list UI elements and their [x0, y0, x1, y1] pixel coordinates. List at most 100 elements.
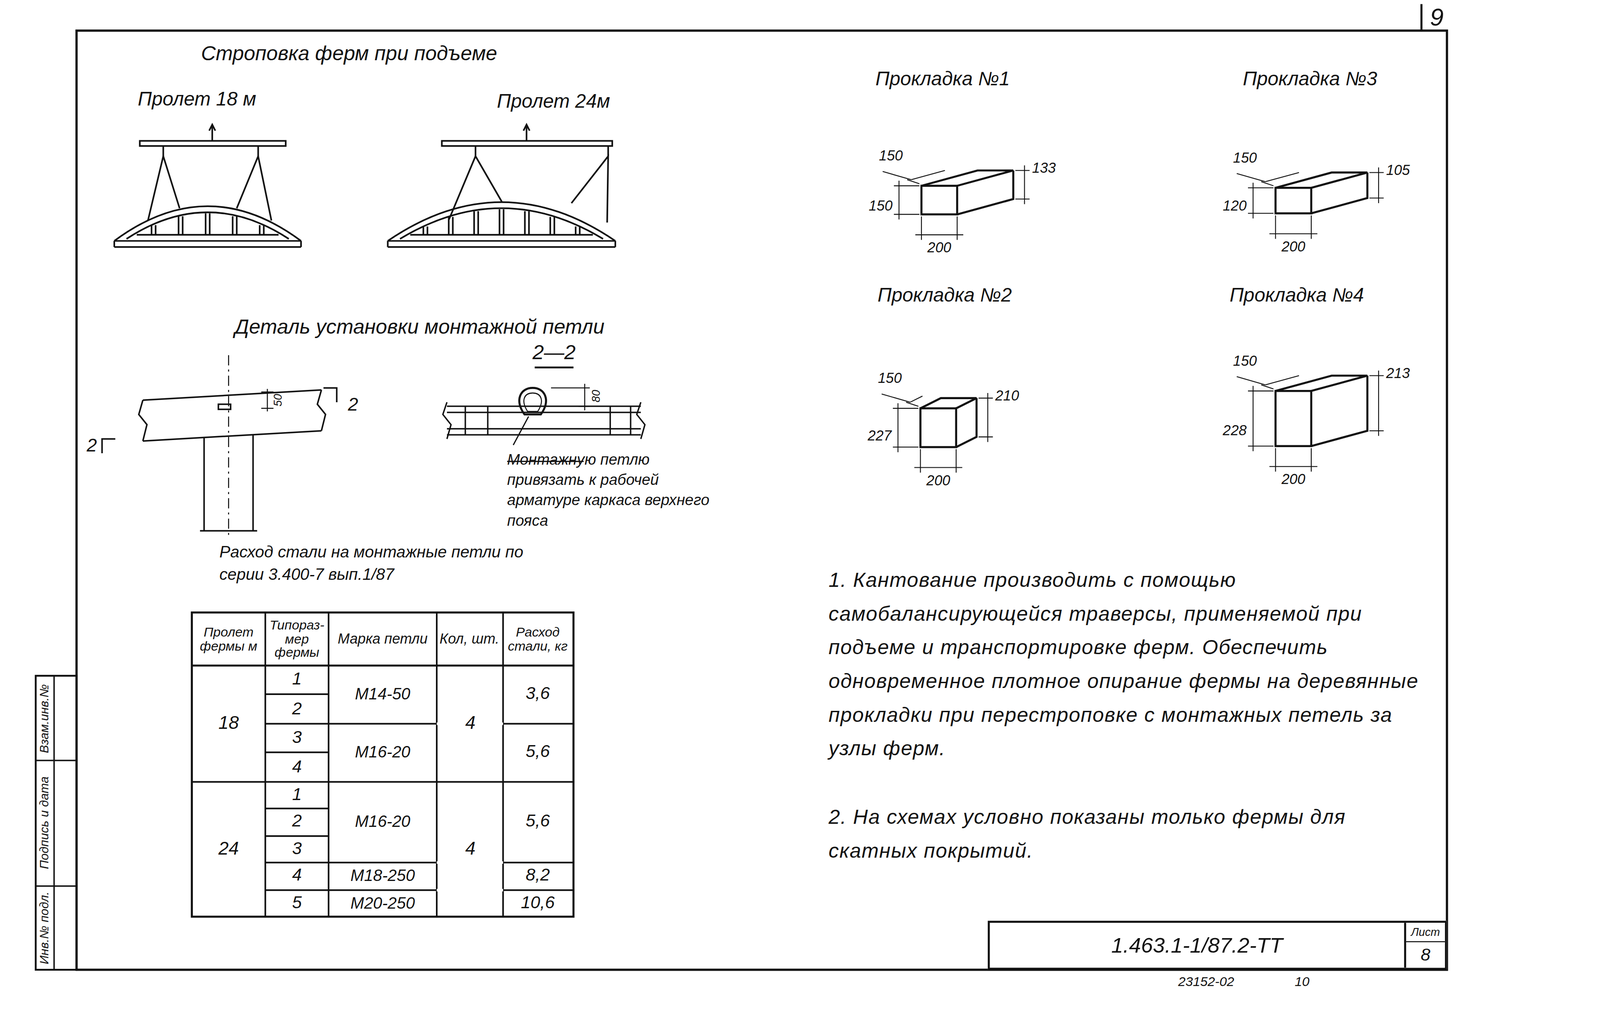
label-text: 150 — [878, 148, 903, 164]
truss-post — [150, 224, 153, 235]
label-text: 23152-02 — [1178, 974, 1235, 989]
truss-post — [578, 226, 581, 235]
truss-post — [498, 209, 501, 235]
sheet-number: 8 — [1406, 941, 1445, 968]
dimension-line — [1269, 233, 1318, 235]
dimension-line — [910, 395, 923, 403]
sheet-frame — [35, 885, 77, 887]
truss-bottom-chord — [114, 239, 302, 242]
stamp-text: Взам.инв.№ — [38, 683, 52, 753]
loop-detail — [261, 407, 274, 409]
truss-post — [426, 226, 429, 235]
label-text: 2 — [292, 699, 302, 719]
steel-table-grid — [265, 751, 329, 754]
dimension-line — [919, 449, 921, 473]
label-text: 227 — [867, 428, 892, 445]
dimension-line — [893, 185, 920, 187]
table-header: Пролет фермы м — [193, 624, 264, 653]
section-2-2 — [513, 416, 529, 445]
section-2-2 — [629, 406, 632, 435]
truss-post — [452, 216, 454, 235]
dimension-line — [1261, 181, 1274, 186]
dimension-line — [1369, 197, 1384, 199]
dimension-line — [1369, 374, 1384, 376]
dimension-line — [987, 392, 989, 442]
steel-table-grid — [265, 834, 329, 837]
steel-table-grid — [502, 612, 505, 917]
dimension-line — [955, 449, 957, 473]
section-2-2 — [534, 366, 574, 369]
note-text: Расход стали на монтажные петли по серии… — [219, 540, 526, 586]
label-text: Прокладка №2 — [877, 285, 1013, 307]
truss-post — [473, 210, 476, 235]
truss-post — [528, 210, 530, 235]
dimension-line — [1248, 445, 1274, 447]
label-text: 4 — [465, 838, 476, 860]
section-2-2 — [578, 405, 591, 407]
truss-post — [208, 213, 211, 235]
dimension-line — [1248, 390, 1274, 392]
dimension-line — [892, 446, 919, 448]
pad-face — [1275, 187, 1312, 214]
dimension-line — [1015, 170, 1030, 171]
label-text: М18-250 — [350, 866, 415, 885]
sheet-frame — [76, 30, 1448, 970]
label-text: 3,6 — [525, 684, 550, 704]
truss-post — [258, 224, 261, 235]
pad-face — [920, 408, 957, 447]
truss-post — [549, 216, 552, 235]
note-text: 2. На схемах условно показаны только фер… — [828, 800, 1401, 868]
section-2-2 — [636, 402, 646, 440]
loop-detail — [323, 387, 337, 403]
dimension-line — [1265, 375, 1299, 385]
table-header: Кол, шт. — [439, 631, 501, 647]
label-text: М14-50 — [355, 685, 411, 704]
label-text: 150 — [878, 370, 902, 387]
truss-post — [574, 226, 577, 235]
truss-24m-sling — [441, 124, 613, 223]
dimension-line — [882, 171, 912, 180]
steel-table-grid — [265, 807, 329, 810]
dimension-line — [978, 397, 994, 399]
truss-post — [447, 216, 450, 235]
label-text: 200 — [1281, 239, 1306, 255]
label-text: 4 — [292, 866, 302, 886]
section-2-2 — [519, 387, 547, 414]
label-text: Прокладка №4 — [1229, 285, 1365, 307]
label-text: Прокладка №3 — [1242, 68, 1378, 91]
dimension-line — [897, 402, 899, 452]
loop-detail — [261, 391, 274, 393]
sheet-frame — [35, 759, 77, 761]
dimension-line — [1275, 215, 1277, 239]
label-text: 1 — [292, 785, 302, 805]
drawing-code: 1.463.1-1/87.2-ТТ — [989, 922, 1405, 968]
label-text: 24 — [218, 838, 240, 860]
steel-table-grid — [327, 612, 330, 917]
section-2-2 — [609, 406, 611, 435]
steel-table-grid — [192, 612, 574, 917]
label-text: 210 — [995, 388, 1020, 404]
loop-detail — [228, 355, 229, 537]
dimension-line — [1236, 376, 1266, 385]
label-text: М20-250 — [350, 894, 415, 913]
label-text: 9 — [1429, 3, 1444, 31]
steel-table-grid — [264, 612, 267, 917]
stamp-text: Инв.№ подл. — [38, 891, 52, 964]
section-2-2 — [446, 434, 641, 436]
label-text: Прокладка №1 — [875, 68, 1010, 91]
label-text: 2 — [86, 435, 97, 457]
truss-post — [154, 224, 157, 235]
loop-detail — [218, 404, 231, 410]
steel-table-grid — [265, 861, 574, 864]
dimension-line — [1023, 165, 1025, 204]
truss-post — [204, 213, 207, 235]
label-text: 4 — [292, 758, 302, 777]
label-text: Пролет 24м — [497, 91, 610, 113]
label-text: Строповка ферм при подъеме — [200, 41, 498, 65]
label-text: 2—2 — [532, 341, 576, 364]
label-text: 133 — [1031, 160, 1056, 177]
dimension-line — [1275, 447, 1277, 472]
truss-post — [502, 209, 505, 235]
label-text: 3 — [292, 728, 302, 748]
truss-18m-sling — [211, 126, 214, 142]
